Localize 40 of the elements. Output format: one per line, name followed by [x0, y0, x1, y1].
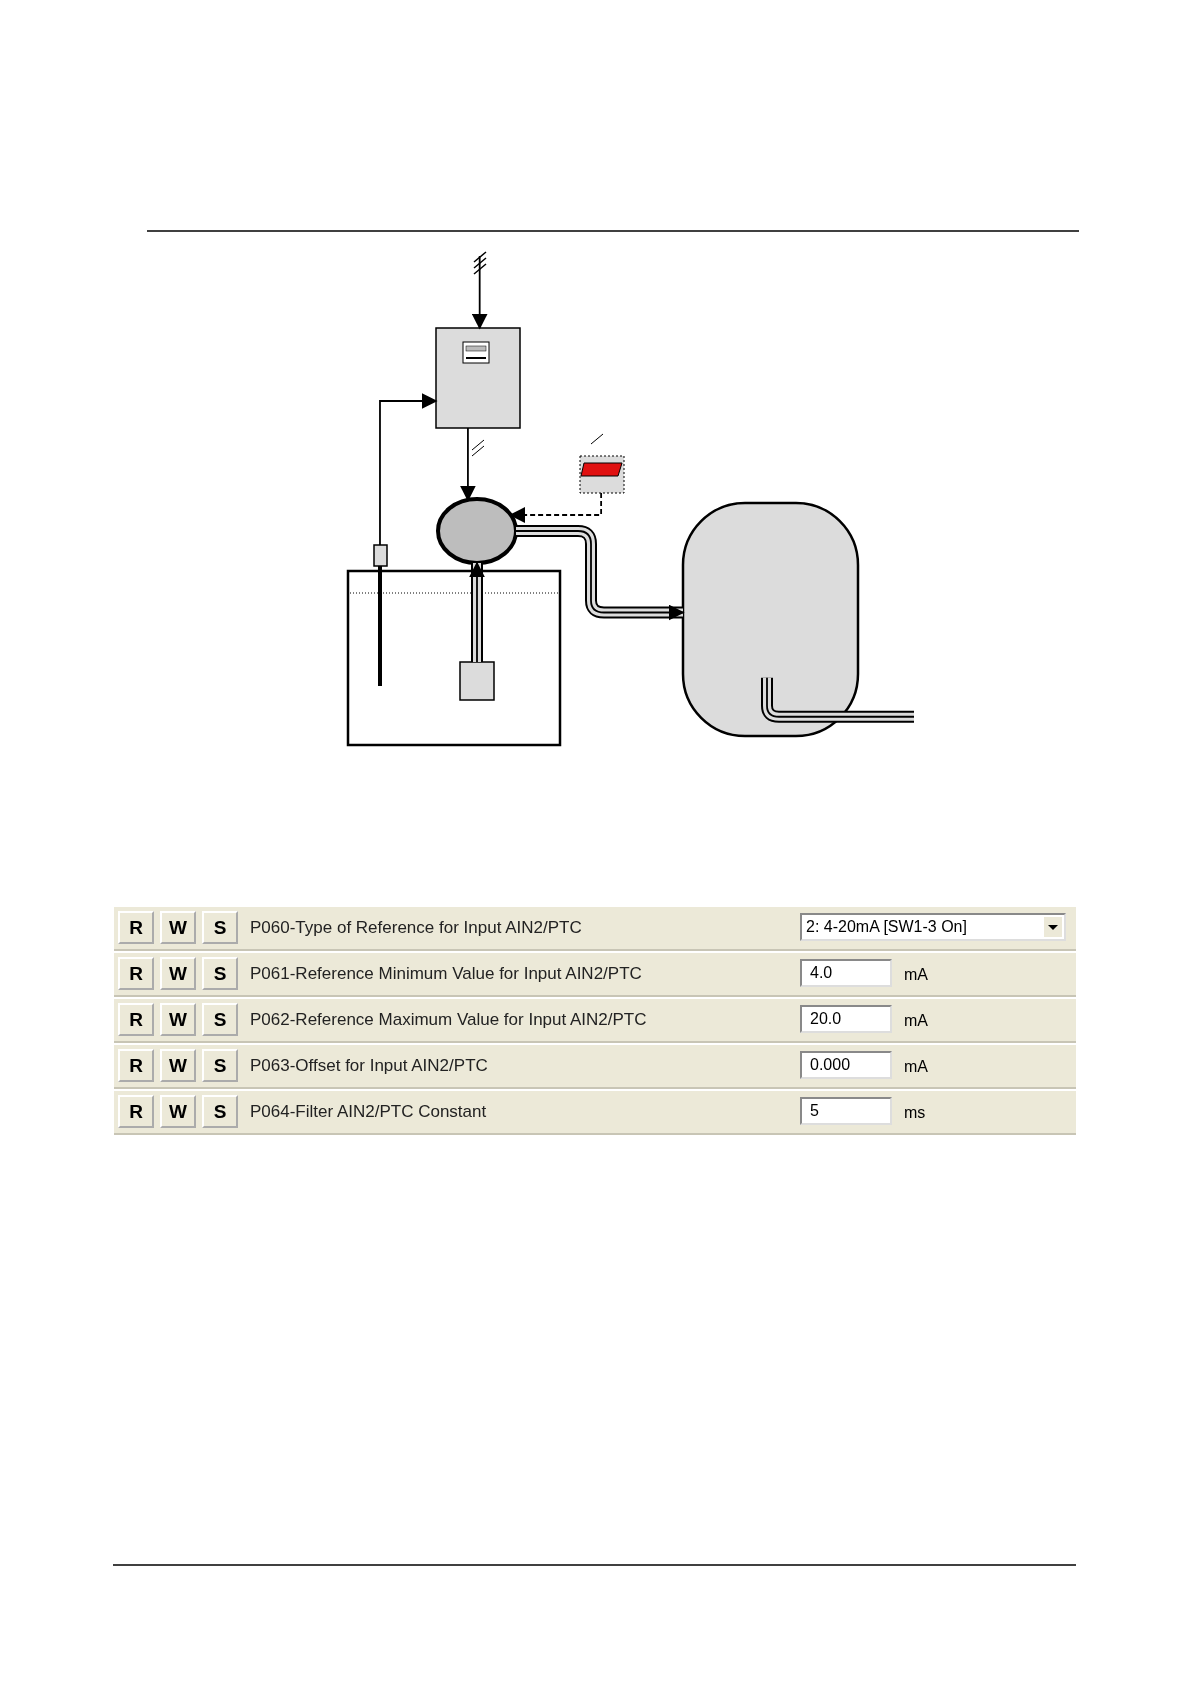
strainer-box	[459, 661, 495, 701]
parameter-label: P062-Reference Maximum Value for Input AIN2/PTC	[250, 1010, 647, 1030]
signal-arrow	[509, 492, 602, 523]
unit-label: ms	[904, 1104, 926, 1122]
save-button: S	[202, 957, 238, 990]
read-button: R	[118, 1049, 154, 1082]
save-button: S	[202, 1003, 238, 1036]
read-button: R	[118, 957, 154, 990]
arrow	[379, 393, 438, 546]
value-field: 4.0	[800, 959, 892, 987]
drive-cabinet	[435, 327, 521, 429]
value-field: 5	[800, 1097, 892, 1125]
dropdown-field: 2: 4-20mA [SW1-3 On]	[800, 913, 1066, 941]
display-unit	[579, 455, 625, 494]
write-button: W	[160, 957, 196, 990]
save-button: S	[202, 911, 238, 944]
write-button: W	[160, 1003, 196, 1036]
write-button: W	[160, 1095, 196, 1128]
power-arrow	[471, 255, 488, 330]
parameter-label: P064-Filter AIN2/PTC Constant	[250, 1102, 487, 1122]
arrow	[459, 427, 476, 502]
parameter-label: P060-Type of Reference for Input AIN2/PTC	[250, 918, 582, 938]
save-button: S	[202, 1049, 238, 1082]
pump-symbol	[436, 497, 518, 565]
read-button: R	[118, 1003, 154, 1036]
read-button: R	[118, 911, 154, 944]
parameter-label: P061-Reference Minimum Value for Input AIN2/PTC	[250, 964, 642, 984]
value-field: 20.0	[800, 1005, 892, 1033]
unit-label: mA	[904, 1058, 928, 1076]
read-button: R	[118, 1095, 154, 1128]
unit-label: mA	[904, 966, 928, 984]
pressure-vessel	[681, 501, 860, 738]
level-sensor	[373, 544, 388, 686]
write-button: W	[160, 911, 196, 944]
unit-label: mA	[904, 1012, 928, 1030]
value-field: 0.000	[800, 1051, 892, 1079]
write-button: W	[160, 1049, 196, 1082]
parameter-label: P063-Offset for Input AIN2/PTC	[250, 1056, 488, 1076]
water-tank	[346, 569, 562, 747]
save-button: S	[202, 1095, 238, 1128]
